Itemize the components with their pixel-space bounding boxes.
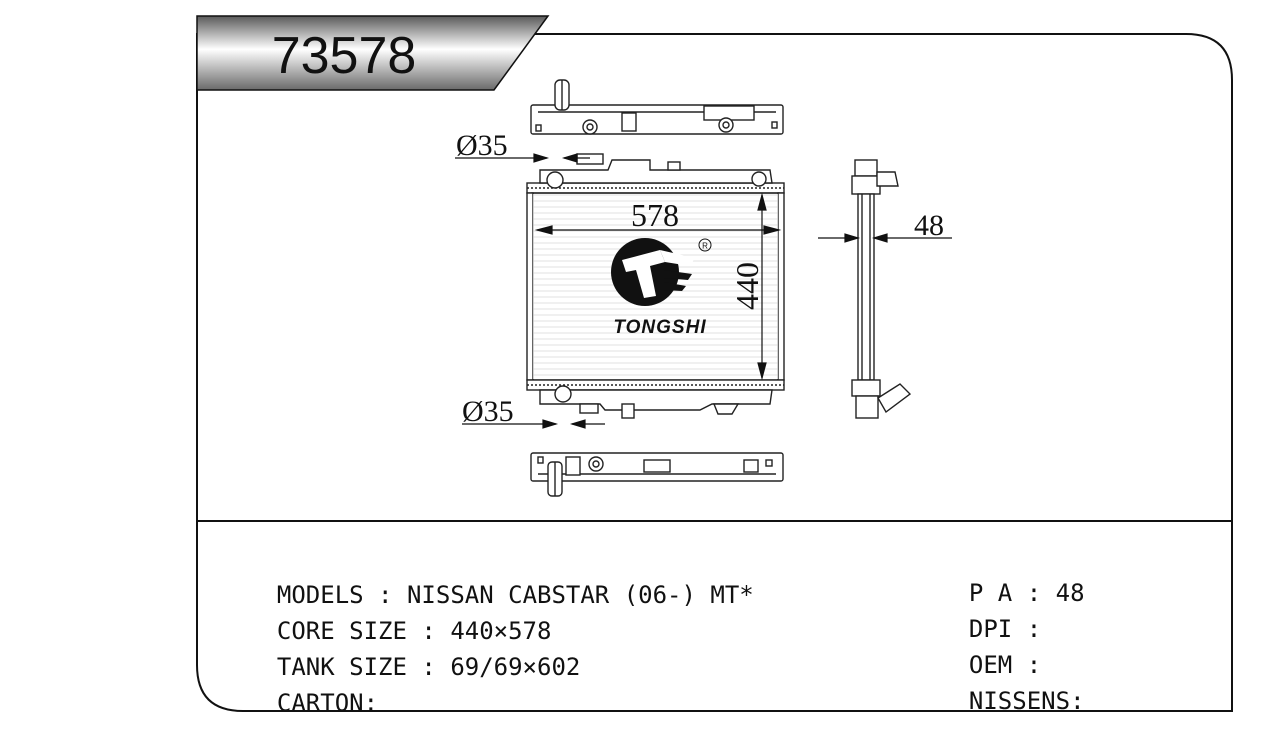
spec-oem: OEM : — [940, 623, 1056, 679]
sheet-frame — [196, 33, 1233, 712]
spec-core-size: CORE SIZE : 440×578 — [248, 589, 552, 645]
logo-brand: TONGSHI — [613, 317, 706, 338]
spec-models-sep: : — [363, 581, 407, 609]
part-number: 73578 — [272, 27, 417, 85]
spec-nissens-sep: : — [1070, 687, 1085, 715]
spec-core-size-sep: : — [406, 617, 451, 645]
spec-carton: CARTON: — [248, 661, 378, 717]
registered-mark-letter: R — [702, 242, 708, 251]
dimension-outlet — [462, 419, 605, 429]
dimension-core-height — [757, 192, 767, 381]
spec-dpi-sep: : — [1012, 615, 1056, 643]
spec-pa-value: 48 — [1055, 579, 1085, 607]
spec-models-label: MODELS — [276, 581, 364, 609]
dimension-inlet — [455, 153, 590, 163]
spec-nissens: NISSENS: — [940, 659, 1085, 715]
bottom-tank-view — [530, 452, 784, 497]
dimension-core-width — [534, 225, 782, 235]
dim-label-core-height: 440 — [729, 262, 765, 310]
spec-pa-label: P A — [968, 579, 1013, 607]
spec-nissens-label: NISSENS — [968, 687, 1071, 715]
spec-dpi-label: DPI — [968, 615, 1013, 643]
spec-tank-size-label: TANK SIZE — [276, 653, 407, 681]
spec-oem-label: OEM — [968, 651, 1013, 679]
dimension-thickness — [818, 233, 952, 243]
side-view — [851, 159, 912, 419]
spec-tank-size-value: 69/69×602 — [450, 653, 581, 681]
dim-label-inlet: Ø35 — [456, 129, 508, 162]
tongshi-logo: R — [611, 238, 712, 306]
spec-core-size-value: 440×578 — [450, 617, 552, 645]
spec-models-value: NISSAN CABSTAR (06-) MT* — [406, 581, 754, 609]
spec-tank-size: TANK SIZE : 69/69×602 — [248, 625, 580, 681]
spec-pa-sep: : — [1012, 579, 1056, 607]
registered-mark-icon — [698, 238, 712, 252]
dim-label-thickness: 48 — [914, 209, 944, 242]
spec-pa: P A : 48 — [940, 551, 1085, 607]
spec-carton-label: CARTON — [276, 689, 364, 717]
spec-models: MODELS : NISSAN CABSTAR (06-) MT* — [248, 553, 754, 609]
spec-tank-size-sep: : — [406, 653, 451, 681]
spec-core-size-label: CORE SIZE — [276, 617, 407, 645]
spec-oem-sep: : — [1012, 651, 1056, 679]
dim-label-core-width: 578 — [631, 197, 679, 233]
top-tank-view — [530, 79, 784, 135]
spec-carton-sep: : — [363, 689, 379, 717]
part-number-tab — [196, 15, 550, 91]
spec-dpi: DPI : — [940, 587, 1056, 643]
dim-label-outlet: Ø35 — [462, 395, 514, 428]
